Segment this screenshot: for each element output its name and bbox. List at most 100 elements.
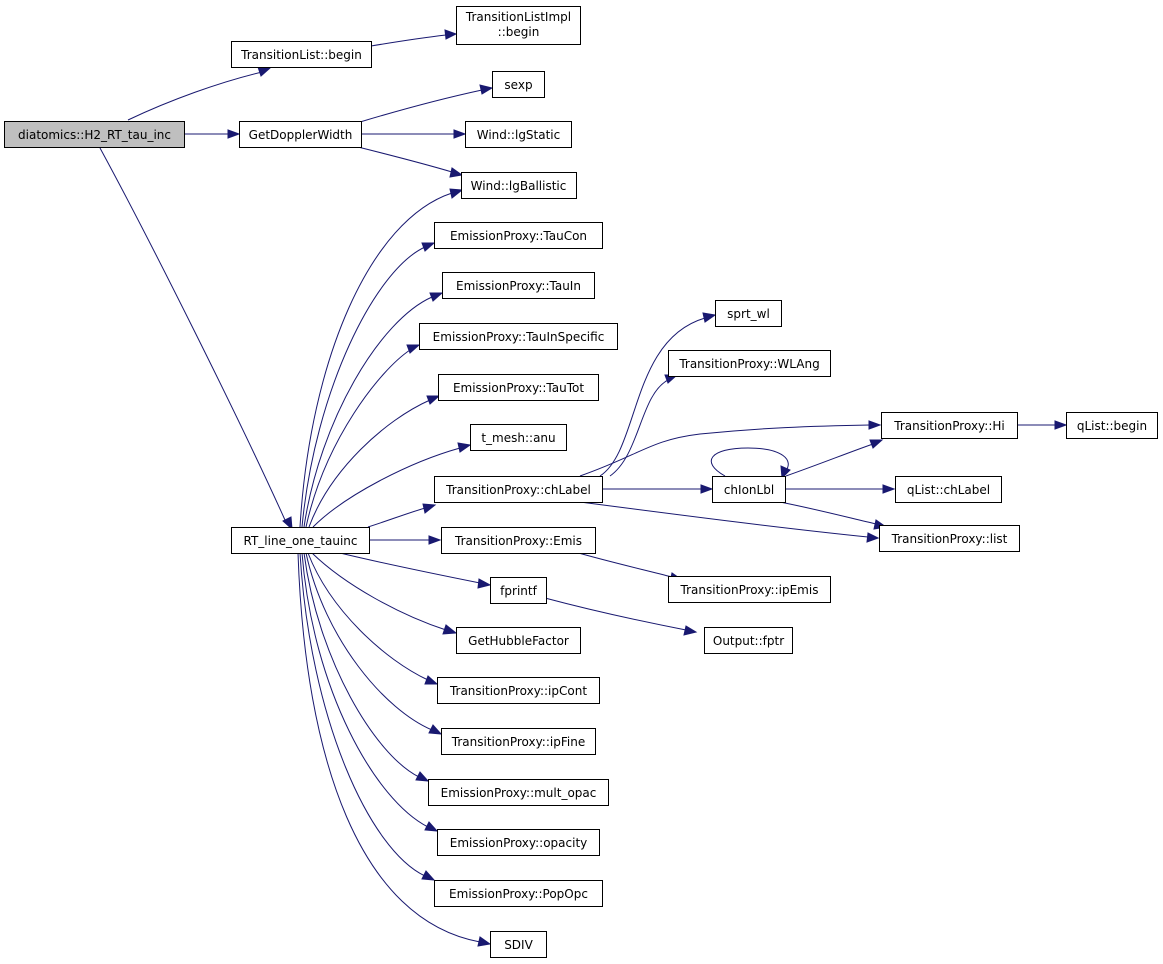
node-tl-begin[interactable]: TransitionList::begin: [231, 41, 372, 68]
node-emis-label: TransitionProxy::Emis: [454, 534, 582, 548]
edge-rtline-to-chlabel: [367, 503, 437, 528]
edge-rtline-to-opacity: [301, 552, 439, 832]
node-chlabel-label: TransitionProxy::chLabel: [445, 483, 591, 497]
edge-chionlbl-to-hi: [785, 439, 884, 477]
node-hi-label: TransitionProxy::Hi: [893, 419, 1004, 433]
edge-root-to-getdoppler: [184, 129, 241, 139]
node-anu-label: t_mesh::anu: [481, 431, 555, 445]
node-emis[interactable]: TransitionProxy::Emis: [441, 527, 596, 554]
node-fprintf-label: fprintf: [500, 584, 537, 598]
node-sprtwl[interactable]: sprt_wl: [715, 300, 782, 327]
edge-rtline-to-ipfine: [305, 552, 443, 735]
node-fptr-label: Output::fptr: [713, 634, 784, 648]
node-ipcont-label: TransitionProxy::ipCont: [449, 684, 587, 698]
node-anu[interactable]: t_mesh::anu: [470, 424, 567, 451]
node-tl-begin-label: TransitionList::begin: [240, 48, 362, 62]
edge-getdoppler-to-sexp: [359, 84, 494, 123]
edge-rtline-to-emis: [369, 535, 442, 545]
node-tli-begin[interactable]: TransitionListImpl ::begin: [456, 6, 581, 45]
edge-rtline-to-tautot: [308, 395, 441, 528]
node-multopac-label: EmissionProxy::mult_opac: [441, 786, 597, 800]
node-lgballistic[interactable]: Wind::lgBallistic: [461, 172, 577, 199]
node-gethubble[interactable]: GetHubbleFactor: [456, 627, 581, 654]
edge-chionlbl-self: [710, 447, 791, 480]
node-fprintf[interactable]: fprintf: [490, 577, 547, 604]
node-tauinspecific-label: EmissionProxy::TauInSpecific: [433, 330, 605, 344]
edge-chlabel-to-hi: [579, 420, 882, 477]
node-sdiv[interactable]: SDIV: [490, 931, 547, 958]
edge-hi-to-qbegin: [1016, 420, 1068, 430]
node-qbegin-label: qList::begin: [1077, 419, 1147, 433]
node-chionlbl-label: chIonLbl: [724, 483, 774, 497]
node-chlabel[interactable]: TransitionProxy::chLabel: [434, 476, 603, 503]
node-tli-begin-label-2: ::begin: [498, 25, 540, 39]
node-fptr[interactable]: Output::fptr: [704, 627, 793, 654]
node-qchlabel[interactable]: qList::chLabel: [895, 476, 1002, 503]
edge-tl-begin-to-tli-begin: [370, 29, 458, 47]
node-lgballistic-label: Wind::lgBallistic: [471, 179, 567, 193]
edge-rtline-to-fprintf: [339, 552, 492, 589]
edge-rtline-to-popopc: [299, 552, 436, 881]
node-tli-begin-label-1: TransitionListImpl: [465, 10, 571, 24]
node-tauin-label: EmissionProxy::TauIn: [456, 279, 581, 293]
edges: [99, 29, 1068, 947]
node-list-label: TransitionProxy::list: [891, 532, 1008, 546]
edge-rtline-to-taucon: [301, 242, 436, 528]
node-taucon[interactable]: EmissionProxy::TauCon: [434, 222, 603, 249]
edge-chionlbl-to-qchlabel: [785, 484, 896, 494]
node-ipemis[interactable]: TransitionProxy::ipEmis: [668, 576, 831, 603]
edge-chionlbl-to-list: [779, 501, 888, 530]
node-getdoppler-label: GetDopplerWidth: [249, 128, 353, 142]
edge-root-to-rtline: [99, 147, 293, 531]
node-wlang[interactable]: TransitionProxy::WLAng: [668, 350, 831, 377]
node-tautot-label: EmissionProxy::TauTot: [453, 381, 584, 395]
node-popopc-label: EmissionProxy::PopOpc: [449, 887, 588, 901]
node-lgstatic-label: Wind::lgStatic: [477, 128, 561, 142]
edge-getdoppler-to-lgballistic: [357, 146, 464, 178]
node-popopc[interactable]: EmissionProxy::PopOpc: [434, 880, 603, 907]
node-opacity-label: EmissionProxy::opacity: [450, 836, 588, 850]
node-list[interactable]: TransitionProxy::list: [879, 525, 1020, 552]
node-ipemis-label: TransitionProxy::ipEmis: [680, 583, 819, 597]
node-rtline-label: RT_line_one_tauinc: [244, 534, 358, 548]
node-tauinspecific[interactable]: EmissionProxy::TauInSpecific: [419, 323, 618, 350]
edge-chlabel-to-list: [579, 501, 880, 543]
node-tauin[interactable]: EmissionProxy::TauIn: [442, 272, 595, 299]
node-lgstatic[interactable]: Wind::lgStatic: [465, 121, 572, 148]
node-ipfine-label: TransitionProxy::ipFine: [451, 735, 585, 749]
node-taucon-label: EmissionProxy::TauCon: [450, 229, 587, 243]
node-multopac[interactable]: EmissionProxy::mult_opac: [428, 779, 609, 806]
node-sexp-label: sexp: [504, 78, 532, 92]
edge-rtline-to-tauin: [303, 292, 444, 528]
node-sexp[interactable]: sexp: [492, 71, 545, 98]
node-ipcont[interactable]: TransitionProxy::ipCont: [437, 677, 600, 704]
edge-rtline-to-anu: [312, 442, 472, 528]
edge-rtline-to-ipcont: [307, 552, 439, 685]
node-opacity[interactable]: EmissionProxy::opacity: [437, 829, 600, 856]
edge-rtline-to-multopac: [303, 552, 430, 782]
node-sdiv-label: SDIV: [504, 938, 533, 952]
node-rtline[interactable]: RT_line_one_tauinc: [231, 527, 370, 554]
edge-root-to-tl-begin: [127, 66, 272, 121]
edge-getdoppler-to-lgstatic: [360, 129, 467, 139]
node-root[interactable]: diatomics::H2_RT_tau_inc: [4, 121, 185, 148]
edge-rtline-to-lgballistic: [299, 188, 464, 528]
node-gethubble-label: GetHubbleFactor: [468, 634, 569, 648]
edge-rtline-to-tauinspecific: [305, 344, 421, 528]
node-sprtwl-label: sprt_wl: [727, 307, 770, 321]
edge-emis-to-ipemis: [574, 551, 684, 583]
edge-chlabel-to-chionlbl: [602, 484, 714, 494]
node-chionlbl[interactable]: chIonLbl: [712, 476, 786, 503]
edge-rtline-to-gethubble: [311, 552, 458, 635]
edge-fprintf-to-fptr: [544, 597, 698, 636]
node-tautot[interactable]: EmissionProxy::TauTot: [438, 374, 599, 401]
node-qchlabel-label: qList::chLabel: [907, 483, 990, 497]
edge-rtline-to-sdiv: [297, 552, 492, 947]
edge-chlabel-to-wlang: [609, 374, 679, 477]
node-getdoppler[interactable]: GetDopplerWidth: [239, 121, 362, 148]
node-ipfine[interactable]: TransitionProxy::ipFine: [441, 728, 596, 755]
node-qbegin[interactable]: qList::begin: [1066, 412, 1158, 439]
node-wlang-label: TransitionProxy::WLAng: [678, 357, 819, 371]
node-hi[interactable]: TransitionProxy::Hi: [881, 412, 1018, 439]
